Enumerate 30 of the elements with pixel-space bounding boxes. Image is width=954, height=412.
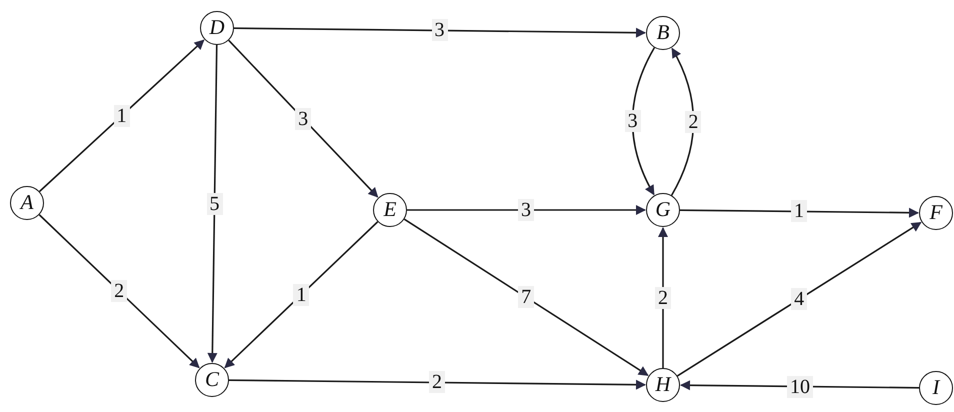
edge-label: 3 (295, 108, 312, 130)
edge-label: 2 (655, 287, 671, 309)
edge-label: 1 (293, 284, 310, 306)
arrow (224, 221, 378, 368)
arrow (680, 208, 919, 218)
arrow (670, 48, 694, 196)
edge-label: 10 (787, 376, 813, 398)
arrow (676, 222, 922, 377)
arrow (229, 379, 646, 390)
arrow (234, 27, 646, 38)
arrow (207, 44, 218, 363)
edge-label: 5 (206, 192, 222, 214)
edge-label: 2 (429, 371, 445, 394)
arrow (38, 214, 200, 368)
arrow (228, 40, 378, 198)
arrow (680, 380, 919, 390)
edge-label: 4 (791, 288, 808, 310)
arrow (658, 227, 668, 368)
edge-label: 3 (432, 19, 448, 42)
edge-label: 3 (518, 199, 534, 221)
edge-label: 7 (518, 286, 534, 308)
edge-label: 2 (111, 280, 128, 302)
arrow (632, 47, 656, 196)
arrow (38, 40, 204, 192)
arrow (404, 218, 649, 376)
edge-label: 2 (685, 110, 702, 133)
edge-label: 1 (114, 104, 130, 127)
edge-label: 3 (624, 110, 641, 132)
arrow (407, 205, 646, 215)
edge-label: 1 (791, 200, 807, 222)
